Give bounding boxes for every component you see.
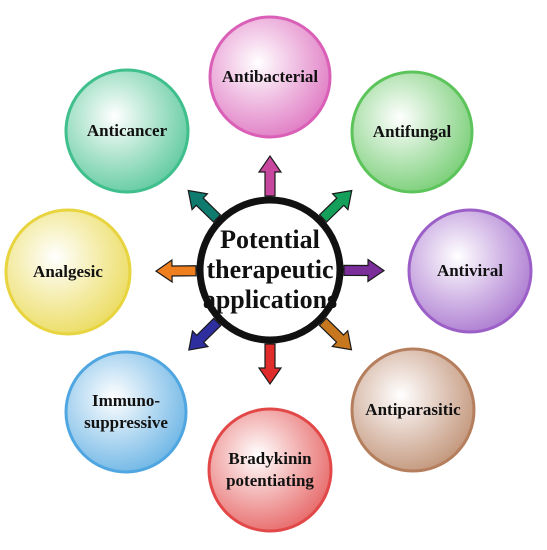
arrow-antiparasitic [318,317,353,351]
arrow-antibacterial [257,154,283,197]
label-line: Antiparasitic [365,400,461,419]
label-line: Anticancer [86,121,168,140]
arrow-anticancer [187,189,222,223]
bubble-anticancer [64,68,190,194]
label-antiparasitic: Antiparasitic [365,399,460,421]
arrow-analgesic [154,258,197,284]
label-antifungal: Antifungal [373,121,451,143]
bubble-antiparasitic [350,347,476,473]
bubble-analgesic [4,208,132,336]
label-line: Antifungal [372,122,452,141]
label-immunosuppressive: Immuno-suppressive [84,390,168,434]
label-antiviral: Antiviral [437,260,503,282]
center-layer [196,196,344,344]
label-bradykinin-potentiating: Bradykinin potentiating [226,448,314,492]
center-label-line: therapeutic [206,255,334,284]
bubble-antiviral [407,208,533,334]
arrow-immunosuppressive [188,317,222,351]
label-analgesic: Analgesic [33,261,103,283]
center-label-line: Potential [220,225,320,254]
arrows-layer [154,154,386,386]
label-line: suppressive [84,413,168,432]
label-line: Antibacterial [221,67,319,86]
label-line: Immuno- [91,391,161,410]
label-line: Bradykinin [228,449,312,468]
arrow-antifungal [318,189,353,223]
label-line: Antiviral [436,261,504,280]
label-anticancer: Anticancer [87,120,167,142]
bubble-antifungal [350,70,474,194]
label-antibacterial: Antibacterial [222,66,318,88]
circles-layer [4,15,533,533]
arrow-bradykinin-potentiating [257,343,283,386]
bubble-immunosuppressive [64,350,188,474]
bubble-bradykinin-potentiating [207,407,333,533]
arrow-antiviral [343,258,386,283]
bubble-antibacterial [208,15,332,139]
label-line: potentiating [226,471,314,490]
label-line: Analgesic [33,262,103,281]
center-label-line: applications [202,285,338,314]
center-circle [196,196,344,344]
